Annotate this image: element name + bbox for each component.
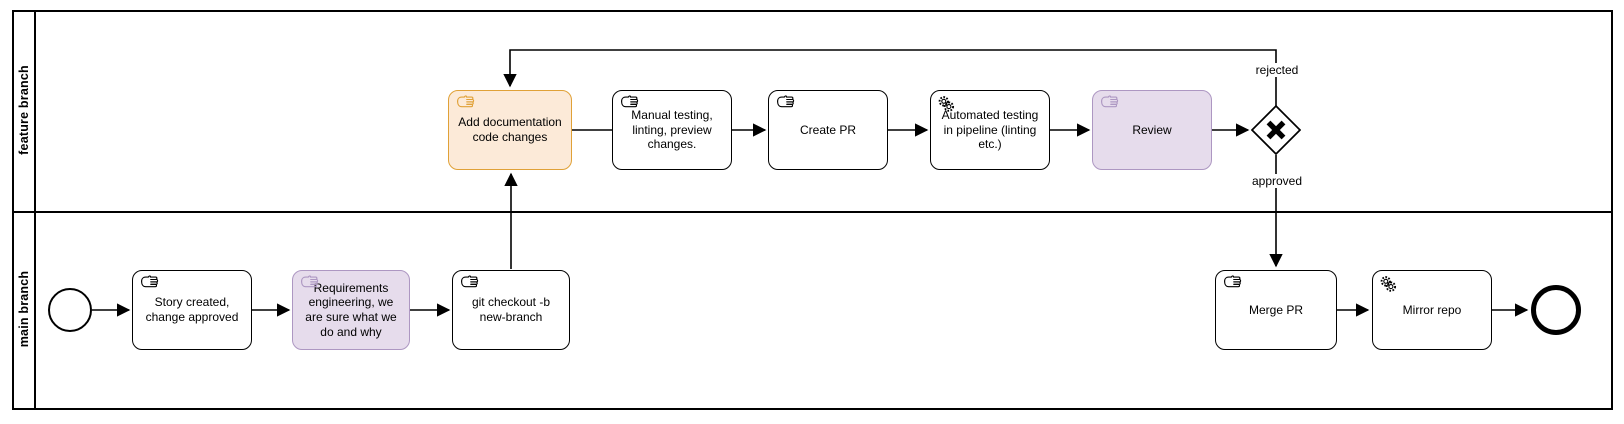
service-task-gears-icon xyxy=(1379,275,1397,297)
task-manual-testing[interactable]: Manual testing, linting, preview changes… xyxy=(612,90,732,170)
task-git-checkout[interactable]: git checkout -b new-branch xyxy=(452,270,570,350)
edge-label-approved: approved xyxy=(1248,174,1306,188)
task-merge-pr[interactable]: Merge PR xyxy=(1215,270,1337,350)
task-label: Manual testing, linting, preview changes… xyxy=(631,108,713,152)
manual-task-hand-icon xyxy=(619,95,639,115)
edge-label-rejected: rejected xyxy=(1252,63,1302,77)
manual-task-hand-icon xyxy=(455,95,475,115)
lane-divider xyxy=(12,211,1613,213)
task-mirror-repo[interactable]: Mirror repo xyxy=(1372,270,1492,350)
manual-task-hand-icon xyxy=(1222,275,1242,295)
flow-rejected-loop xyxy=(503,49,1277,106)
lane-header-separator xyxy=(34,10,36,410)
task-review[interactable]: Review xyxy=(1092,90,1212,170)
task-label: Automated testing in pipeline (linting e… xyxy=(941,108,1039,152)
task-label: Add documentation code changes xyxy=(458,115,562,144)
task-label: Mirror repo xyxy=(1402,302,1462,317)
task-add-documentation[interactable]: Add documentation code changes xyxy=(448,90,572,170)
manual-task-hand-icon xyxy=(459,275,479,295)
task-label: git checkout -b new-branch xyxy=(471,295,551,324)
manual-task-hand-icon xyxy=(299,275,319,295)
task-label: Story created, change approved xyxy=(145,295,239,324)
task-label: Review xyxy=(1132,122,1172,137)
start-event[interactable] xyxy=(48,288,92,332)
task-story-created[interactable]: Story created, change approved xyxy=(132,270,252,350)
task-requirements-engineering[interactable]: Requirements engineering, we are sure wh… xyxy=(292,270,410,350)
gateway-x-icon xyxy=(1266,120,1286,140)
task-create-pr[interactable]: Create PR xyxy=(768,90,888,170)
exclusive-gateway[interactable] xyxy=(1250,104,1302,160)
end-event[interactable] xyxy=(1531,285,1581,335)
manual-task-hand-icon xyxy=(1099,95,1119,115)
task-label: Merge PR xyxy=(1248,302,1304,317)
manual-task-hand-icon xyxy=(775,95,795,115)
task-label: Requirements engineering, we are sure wh… xyxy=(305,280,397,339)
process-pool xyxy=(12,10,1613,410)
service-task-gears-icon xyxy=(937,95,955,117)
manual-task-hand-icon xyxy=(139,275,159,295)
task-automated-testing[interactable]: Automated testing in pipeline (linting e… xyxy=(930,90,1050,170)
task-label: Create PR xyxy=(799,122,857,137)
